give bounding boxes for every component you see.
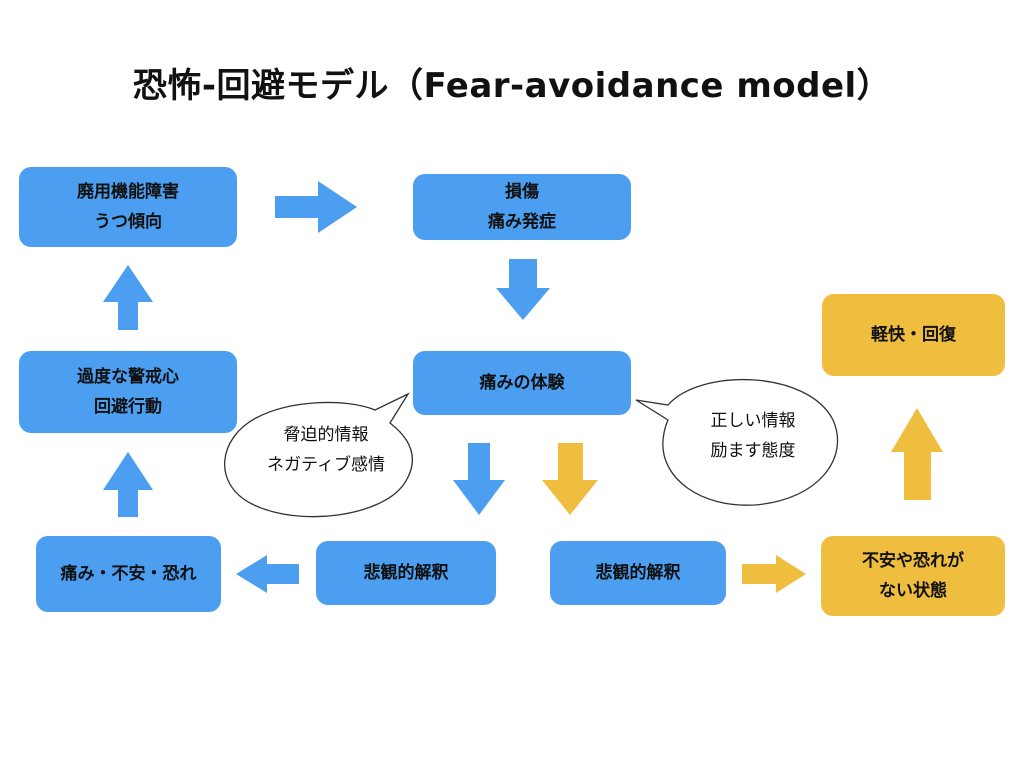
arrow-up-icon: [103, 452, 153, 517]
box-label: 不安や恐れが: [862, 551, 964, 571]
bubble-line: 正しい情報: [710, 411, 796, 431]
catastrophizing-left-box: 悲観的解釈: [316, 541, 496, 605]
box-label: 悲観的解釈: [595, 563, 681, 583]
box-label: 軽快・回復: [871, 325, 956, 345]
hypervigilance-box: 過度な警戒心 回避行動: [19, 351, 237, 433]
bubble-line: 励ます態度: [710, 441, 796, 461]
pain-fear-box: 痛み・不安・恐れ: [36, 536, 221, 612]
arrow-up-icon: [891, 408, 943, 500]
box-label: 痛み発症: [488, 212, 556, 232]
disuse-box: 廃用機能障害 うつ傾向: [19, 167, 237, 247]
arrow-right-icon: [275, 181, 357, 233]
diagram-title: 恐怖-回避モデル（Fear-avoidance model）: [132, 66, 892, 106]
box-label: 悲観的解釈: [363, 563, 449, 583]
arrow-right-icon: [742, 555, 806, 593]
arrow-left-icon: [236, 555, 299, 593]
pain-experience-box: 痛みの体験: [413, 351, 631, 415]
positive-bubble: [635, 378, 839, 506]
box-label: うつ傾向: [94, 212, 162, 232]
arrow-up-icon: [103, 265, 153, 330]
box-label: 回避行動: [94, 397, 162, 417]
threat-bubble-text: 脅迫的情報 ネガティブ感情: [236, 420, 416, 480]
arrow-down-icon: [453, 443, 505, 515]
bubble-line: 脅迫的情報: [283, 425, 369, 445]
threat-bubble: [224, 392, 414, 518]
positive-bubble-text: 正しい情報 励ます態度: [668, 406, 838, 466]
box-label: 痛み・不安・恐れ: [60, 564, 197, 584]
box-label: 過度な警戒心: [77, 367, 179, 387]
box-label: ない状態: [879, 581, 947, 601]
arrow-down-icon: [542, 443, 598, 515]
no-fear-box: 不安や恐れが ない状態: [821, 536, 1005, 616]
box-label: 痛みの体験: [479, 373, 565, 393]
recovery-box: 軽快・回復: [822, 294, 1005, 376]
box-label: 損傷: [505, 182, 539, 202]
bubble-line: ネガティブ感情: [267, 455, 385, 475]
box-label: 廃用機能障害: [77, 182, 179, 202]
catastrophizing-right-box: 悲観的解釈: [550, 541, 726, 605]
injury-box: 損傷 痛み発症: [413, 174, 631, 240]
arrow-down-icon: [496, 259, 550, 320]
